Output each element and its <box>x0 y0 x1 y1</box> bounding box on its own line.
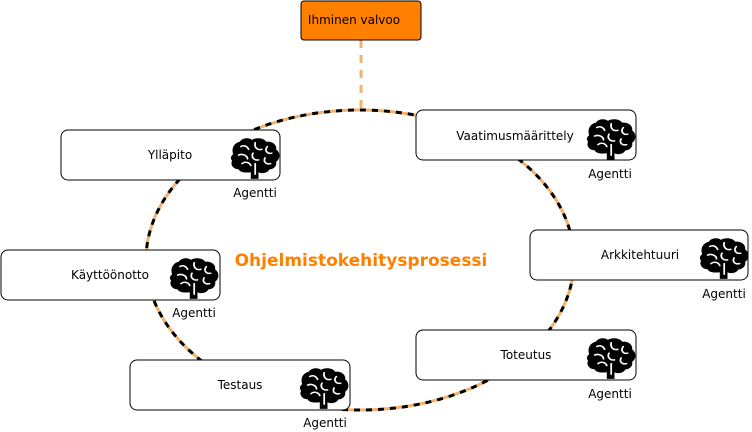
agent-label: Agentti <box>702 287 746 301</box>
stage-label: Vaatimusmäärittely <box>456 129 573 143</box>
stage-label: Arkkitehtuuri <box>601 248 679 262</box>
stage-label: Ylläpito <box>147 148 192 162</box>
stage-arkkitehtuuri: Arkkitehtuuri Agentti <box>529 229 750 301</box>
diagram-title: Ohjelmistokehitysprosessi <box>235 251 488 271</box>
agent-label: Agentti <box>303 416 347 430</box>
agent-label: Agentti <box>233 186 277 200</box>
stage-vaatimusmaarittely: Vaatimusmäärittely Agentti <box>415 109 637 181</box>
stage-label: Toteutus <box>500 348 552 362</box>
supervisor-node: Ihminen valvoo <box>300 0 422 41</box>
agent-label: Agentti <box>588 387 632 401</box>
supervisor-label: Ihminen valvoo <box>308 13 400 27</box>
stage-testaus: Testaus Agentti <box>129 359 351 430</box>
stage-yllapito: Ylläpito Agentti <box>60 129 281 200</box>
stage-kayttoonotto: Käyttöönotto Agentti <box>0 249 221 320</box>
stage-toteutus: Toteutus Agentti <box>415 329 637 401</box>
stage-label: Testaus <box>217 378 263 392</box>
stage-label: Käyttöönotto <box>71 268 149 282</box>
agent-label: Agentti <box>172 306 216 320</box>
agent-label: Agentti <box>588 167 632 181</box>
